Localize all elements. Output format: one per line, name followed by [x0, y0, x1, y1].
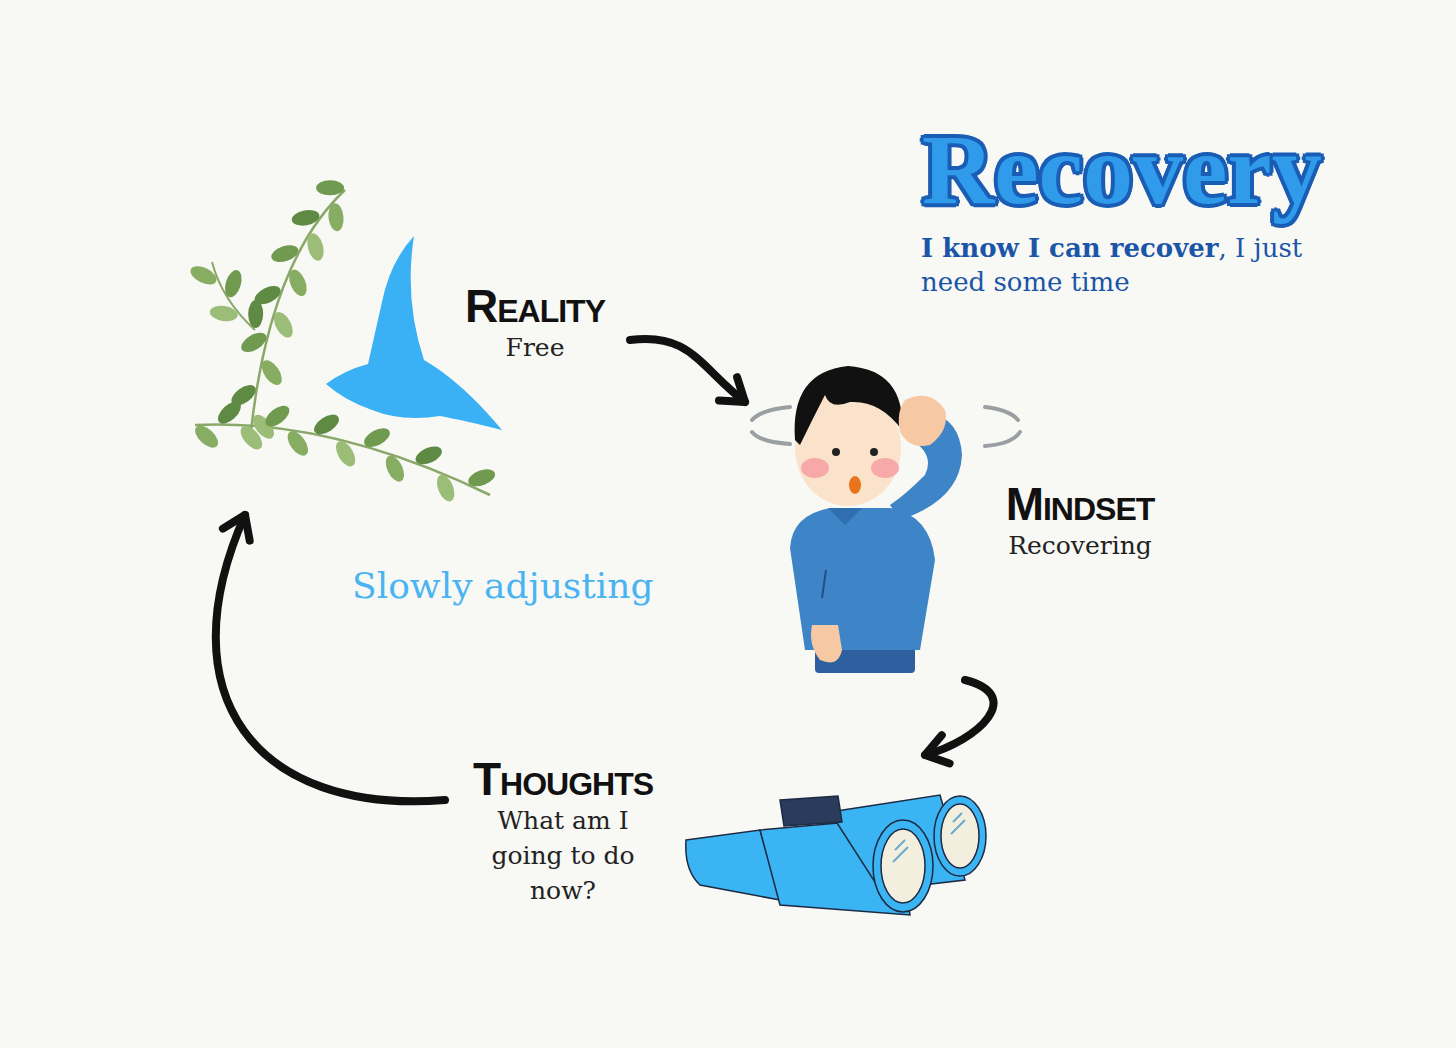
leaf	[311, 411, 343, 439]
leaf	[222, 268, 245, 299]
thoughts-group: ThoughtsWhat am I going to do now?	[445, 755, 990, 925]
text-column: ThoughtsWhat am I going to do now?	[458, 755, 668, 908]
binoculars	[686, 795, 986, 915]
text-column: MindsetRecovering	[1006, 480, 1155, 563]
leaf	[214, 398, 245, 428]
bird	[326, 236, 502, 430]
stage-text: Recovering	[1006, 528, 1155, 563]
leaf	[413, 443, 445, 468]
olive-branch	[188, 180, 498, 504]
leaf	[284, 428, 312, 460]
stage-heading: Reality	[465, 282, 606, 330]
leaf	[316, 180, 344, 195]
text-column: RealityFree	[465, 282, 606, 365]
leaf	[188, 262, 220, 288]
leaf	[191, 422, 222, 452]
leaf	[209, 304, 239, 323]
note: Slowly adjusting	[352, 565, 654, 606]
arrow-head	[925, 735, 950, 763]
arrow-line	[630, 339, 745, 402]
stage-text: What am I going to do now?	[458, 803, 668, 908]
leaf	[238, 329, 270, 356]
leaf	[466, 466, 497, 490]
arrow-head	[719, 377, 745, 402]
stage-text: Free	[465, 330, 606, 365]
tagline: I know I can recover, I just need some t…	[921, 232, 1331, 300]
leaf	[262, 402, 293, 431]
leaf	[248, 300, 263, 328]
leaf	[434, 472, 458, 504]
mindset-group: MindsetRecovering	[745, 360, 1175, 680]
leaf	[305, 232, 327, 263]
leaf	[361, 424, 393, 450]
stage-heading: Mindset	[1006, 480, 1155, 528]
cycle-arrow	[630, 339, 745, 402]
leaf	[290, 208, 320, 228]
arrow-head	[223, 515, 250, 541]
stage-heading: Thoughts	[458, 755, 668, 803]
leaf	[382, 453, 408, 485]
leaf	[332, 438, 359, 470]
leaf	[258, 357, 286, 389]
cycle-arrow	[925, 680, 994, 764]
leaf	[270, 309, 297, 341]
title: Recovery	[922, 112, 1322, 227]
leaf	[237, 422, 267, 453]
cycle-arrow	[216, 515, 445, 801]
leaf	[327, 203, 345, 232]
tagline-bold: I know I can recover	[921, 233, 1219, 263]
dizzy-man	[752, 366, 1020, 673]
leaf	[269, 242, 300, 265]
arrow-line	[216, 515, 445, 801]
branch-stem	[250, 190, 345, 440]
leaf	[286, 267, 311, 299]
reality-group: RealityFree	[190, 170, 630, 515]
